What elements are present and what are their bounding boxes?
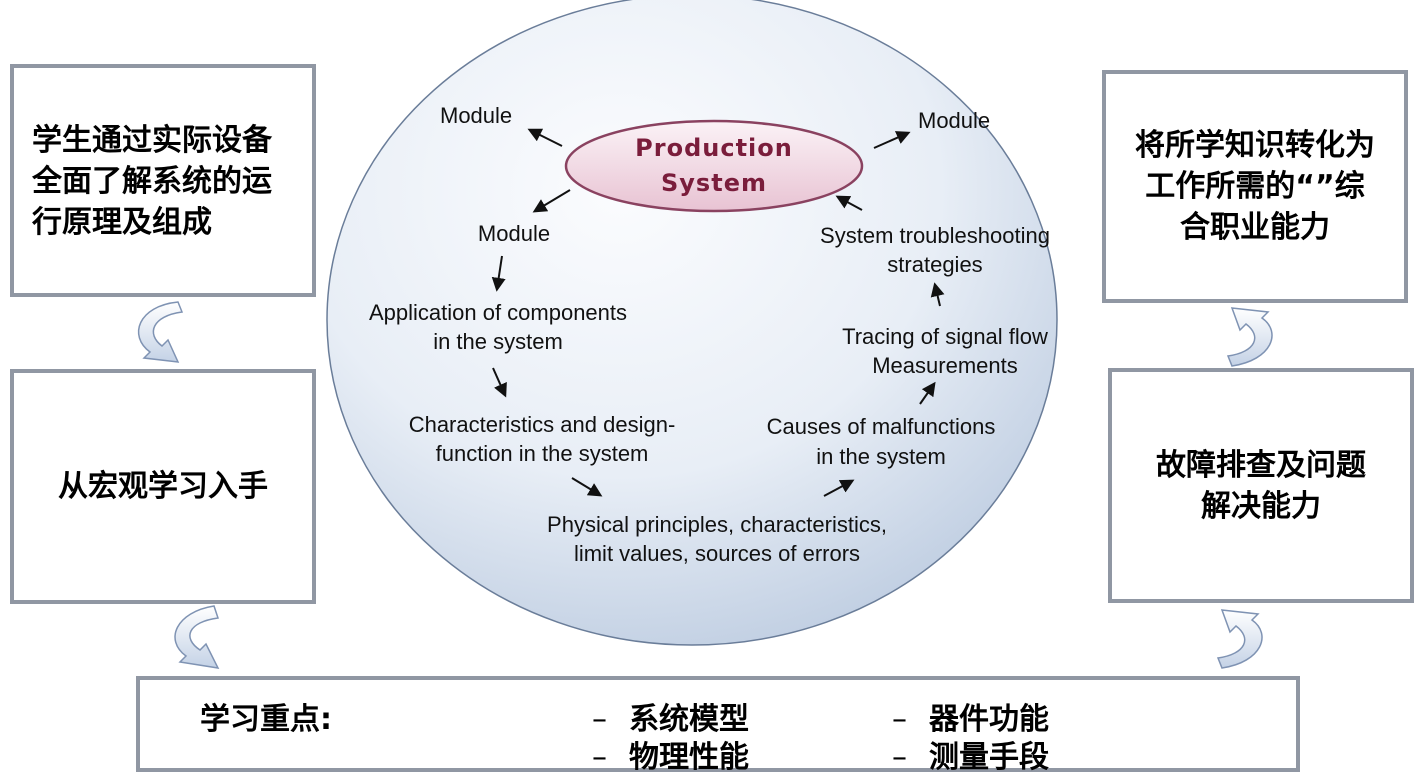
focus-item-system-model: –系统模型 — [592, 694, 749, 738]
troubleshooting-line2: strategies — [887, 252, 982, 277]
curl-arrow-left-1 — [138, 301, 184, 363]
troubleshooting-line1: System troubleshooting — [820, 223, 1050, 248]
focus-dash: – — [892, 740, 907, 775]
arrow-to-troubleshooting — [930, 282, 945, 307]
application-line2: in the system — [433, 329, 563, 354]
box-learning-focus: 学习重点: –系统模型 –器件功能 –物理性能 –测量手段 — [136, 676, 1300, 775]
arrow-to-application — [491, 255, 506, 292]
tracing-line1: Tracing of signal flow — [842, 324, 1048, 349]
arrow-to-module-mid — [532, 189, 571, 213]
focus-item-text: 器件功能 — [929, 702, 1049, 737]
production-system-node — [564, 119, 864, 213]
module-left-top: Module — [440, 103, 512, 128]
system-ellipse — [326, 0, 1058, 646]
learning-focus-label: 学习重点: — [200, 702, 332, 737]
focus-item-text: 物理性能 — [629, 740, 749, 775]
physical-line1: Physical principles, characteristics, — [547, 512, 887, 537]
arrow-to-module-left-top — [527, 128, 563, 147]
box-vocational-ability-text: 将所学知识转化为 工作所需的“”综 合职业能力 — [1135, 128, 1375, 245]
focus-dash: – — [592, 740, 607, 775]
box-troubleshooting-ability-text: 故障排查及问题 解决能力 — [1156, 447, 1366, 524]
box-macro-learning: 从宏观学习入手 — [10, 369, 316, 604]
focus-dash: – — [892, 702, 907, 737]
characteristics-line1: Characteristics and design- — [409, 412, 676, 437]
arrow-to-causes — [823, 479, 855, 497]
curl-arrow-right-1 — [1226, 307, 1273, 367]
characteristics-line2: function in the system — [436, 441, 649, 466]
physical-line2: limit values, sources of errors — [574, 541, 860, 566]
arrow-to-module-right-top — [873, 131, 911, 149]
arrow-to-production-system — [835, 195, 863, 211]
focus-item-device-function: –器件功能 — [892, 694, 1049, 738]
box-understand-system-text: 学生通过实际设备 全面了解系统的运 行原理及组成 — [32, 123, 272, 240]
module-mid: Module — [478, 221, 550, 246]
arrow-to-characteristics — [492, 367, 507, 398]
application-line1: Application of components — [369, 300, 627, 325]
focus-item-text: 系统模型 — [629, 702, 749, 737]
arrow-to-tracing — [919, 381, 936, 405]
causes-line2: in the system — [816, 444, 946, 469]
focus-item-text: 测量手段 — [929, 740, 1049, 775]
curl-arrow-right-2 — [1216, 609, 1263, 669]
module-right-top: Module — [918, 108, 990, 133]
production-system-title-line1: Production — [635, 134, 793, 162]
production-system-title-line2: System — [661, 169, 767, 197]
arrow-to-physical — [571, 477, 603, 497]
box-vocational-ability: 将所学知识转化为 工作所需的“”综 合职业能力 — [1102, 70, 1408, 303]
focus-dash: – — [592, 702, 607, 737]
focus-item-physical-performance: –物理性能 — [592, 732, 749, 776]
curl-arrow-left-2 — [174, 605, 220, 669]
box-macro-learning-text: 从宏观学习入手 — [58, 469, 268, 504]
causes-line1: Causes of malfunctions — [767, 414, 996, 439]
tracing-line2: Measurements — [872, 353, 1018, 378]
focus-item-measurement-means: –测量手段 — [892, 732, 1049, 776]
box-troubleshooting-ability: 故障排查及问题 解决能力 — [1108, 368, 1414, 603]
box-understand-system: 学生通过实际设备 全面了解系统的运 行原理及组成 — [10, 64, 316, 297]
